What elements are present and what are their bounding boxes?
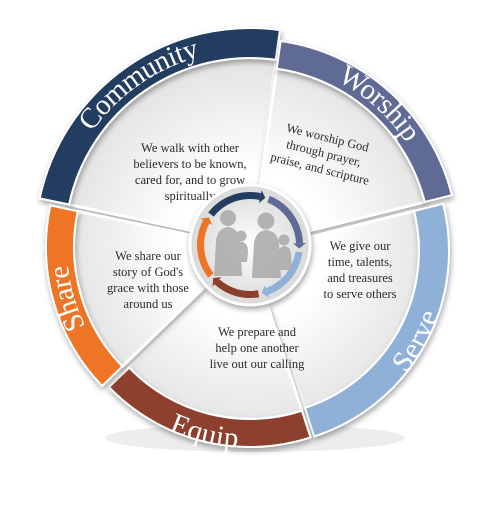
hub-arrowhead-worship (292, 243, 306, 249)
hub-circle (188, 183, 312, 307)
hub-arrowhead-share (200, 217, 213, 225)
center-hub (188, 183, 312, 307)
hub-cycle-arrows (197, 190, 306, 298)
hub-arrowhead-serve (261, 285, 270, 298)
band-equip (107, 366, 312, 448)
family-silhouette-icon (214, 210, 292, 278)
hub-arrow-share (197, 220, 214, 278)
band-community (38, 27, 282, 206)
hub-arrowhead-community (258, 190, 266, 203)
hub-arrow-community (208, 191, 262, 217)
hub-arrowhead-equip (212, 276, 222, 287)
band-worship (275, 39, 454, 204)
bands-layer (38, 27, 454, 448)
hub-arrow-serve (265, 251, 303, 295)
hub-arrow-equip (214, 279, 260, 298)
hub-arrow-worship (267, 195, 303, 244)
band-share (45, 204, 124, 388)
band-serve (303, 202, 450, 438)
